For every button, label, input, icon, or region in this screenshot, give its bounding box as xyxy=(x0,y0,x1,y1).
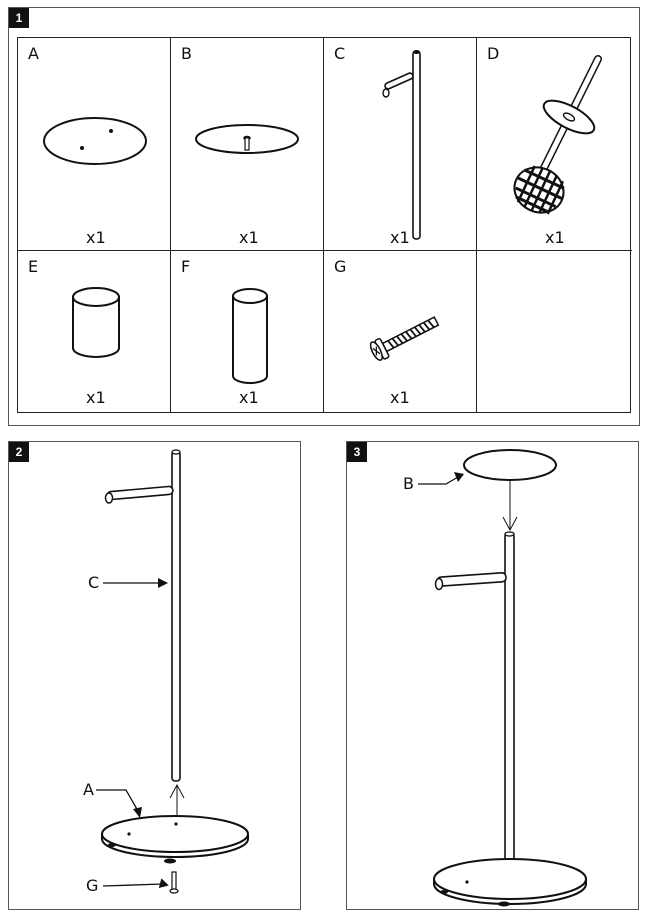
short-cylinder-icon xyxy=(72,287,120,358)
part-cell-a: A x1 xyxy=(18,38,171,251)
step-3-drawing xyxy=(418,449,587,907)
step-2-label-a: A xyxy=(83,780,94,799)
part-letter-e: E xyxy=(28,257,39,276)
step-2-label-c: C xyxy=(88,573,100,592)
step-3-panel: 3 xyxy=(346,441,639,910)
part-cell-c: C x1 xyxy=(324,38,477,251)
pole-with-roll-holder-icon xyxy=(382,50,421,240)
round-base-plate-icon xyxy=(43,117,147,165)
part-cell-e: E x1 xyxy=(18,251,171,412)
part-qty-e: x1 xyxy=(86,388,106,407)
part-cell-g: G x1 xyxy=(324,251,477,412)
part-letter-d: D xyxy=(487,44,500,63)
part-letter-g: G xyxy=(334,257,347,276)
step-2-drawing xyxy=(96,449,249,894)
step-1-panel: 1 xyxy=(8,7,640,426)
step-1-badge: 1 xyxy=(9,8,29,28)
part-qty-d: x1 xyxy=(545,228,565,247)
part-letter-f: F xyxy=(181,257,191,276)
part-cell-b: B x1 xyxy=(171,38,324,251)
tall-cylinder-icon xyxy=(232,288,268,384)
part-qty-c: x1 xyxy=(390,228,410,247)
toilet-brush-icon xyxy=(513,55,602,215)
step-2-label-g: G xyxy=(86,876,99,895)
part-cell-empty xyxy=(477,251,632,412)
part-qty-b: x1 xyxy=(239,228,259,247)
part-letter-c: C xyxy=(334,44,346,63)
part-qty-g: x1 xyxy=(390,388,410,407)
part-qty-a: x1 xyxy=(86,228,106,247)
part-letter-a: A xyxy=(28,44,39,63)
step-2-badge: 2 xyxy=(9,442,29,462)
step-3-badge: 3 xyxy=(347,442,367,462)
part-cell-d: D x1 xyxy=(477,38,632,251)
step-2-panel: 2 xyxy=(8,441,301,910)
part-qty-f: x1 xyxy=(239,388,259,407)
part-cell-f: F x1 xyxy=(171,251,324,412)
parts-grid: A x1 B x1 C x1 D xyxy=(17,37,632,413)
part-letter-b: B xyxy=(181,44,192,63)
screw-icon xyxy=(369,316,440,361)
top-disc-icon xyxy=(195,124,299,154)
step-3-label-b: B xyxy=(403,474,414,493)
